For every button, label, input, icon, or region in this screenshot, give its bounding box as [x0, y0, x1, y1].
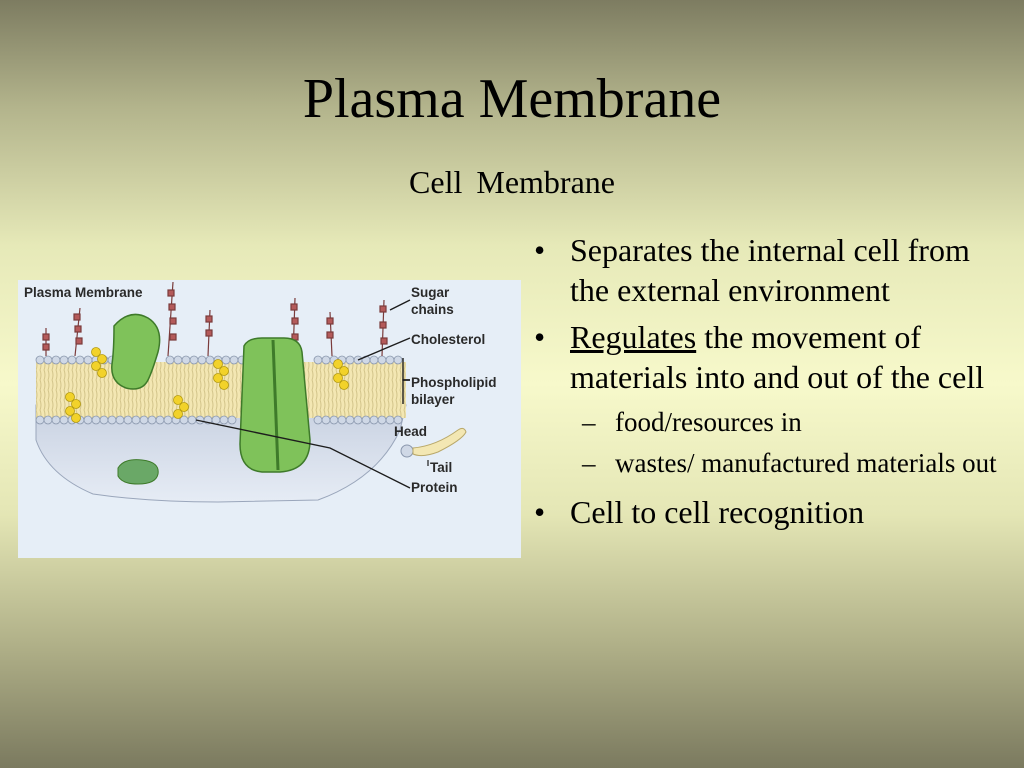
peripheral-protein: [111, 313, 161, 390]
label-phospholipid: Phospholipid: [411, 375, 497, 390]
dash-mark: –: [582, 448, 596, 478]
bullet-mark: •: [534, 232, 546, 268]
bullet-text-recognition: Cell to cell recognition: [570, 494, 865, 530]
sub-bullet-text-food: food/resources in: [615, 407, 802, 437]
cholesterol-molecules: [65, 347, 349, 423]
bullet-text-regulates: the movement of materials into and out o…: [570, 319, 985, 395]
label-cholesterol: Cholesterol: [411, 332, 485, 347]
label-tail: Tail: [430, 460, 452, 475]
bullet-mark: •: [534, 494, 546, 530]
dash-mark: –: [582, 407, 596, 437]
label-bilayer: bilayer: [411, 392, 455, 407]
sugar-chains: [42, 281, 388, 357]
slide-subtitle: Cell Membrane: [409, 164, 615, 200]
label-chains: chains: [411, 302, 454, 317]
diagram-title: Plasma Membrane: [24, 285, 143, 300]
bullet-mark: •: [534, 319, 546, 355]
bullet-item: • Cell to cell recognition: [530, 492, 1010, 532]
plasma-membrane-diagram: Plasma Membrane: [18, 280, 521, 558]
bullet-item: • Regulates the movement of materials in…: [530, 317, 1010, 397]
sub-bullet-item: – wastes/ manufactured materials out: [530, 446, 1010, 480]
phospholipid-icon: [400, 427, 467, 466]
bullet-item: • Separates the internal cell from the e…: [530, 230, 1010, 310]
leader-lines: [195, 299, 411, 489]
label-head: Head: [394, 424, 427, 439]
embedded-protein: [117, 459, 159, 485]
sub-bullet-item: – food/resources in: [530, 405, 1010, 439]
underlined-term-regulates: Regulates: [570, 319, 697, 355]
label-sugar: Sugar: [411, 285, 450, 300]
bullet-list: • Separates the internal cell from the e…: [530, 230, 1010, 532]
label-protein: Protein: [411, 480, 458, 495]
slide-title: Plasma Membrane: [302, 68, 722, 130]
bullet-text-separates: Separates the internal cell from the ext…: [570, 232, 970, 308]
sub-bullet-text-wastes: wastes/ manufactured materials out: [615, 448, 997, 478]
